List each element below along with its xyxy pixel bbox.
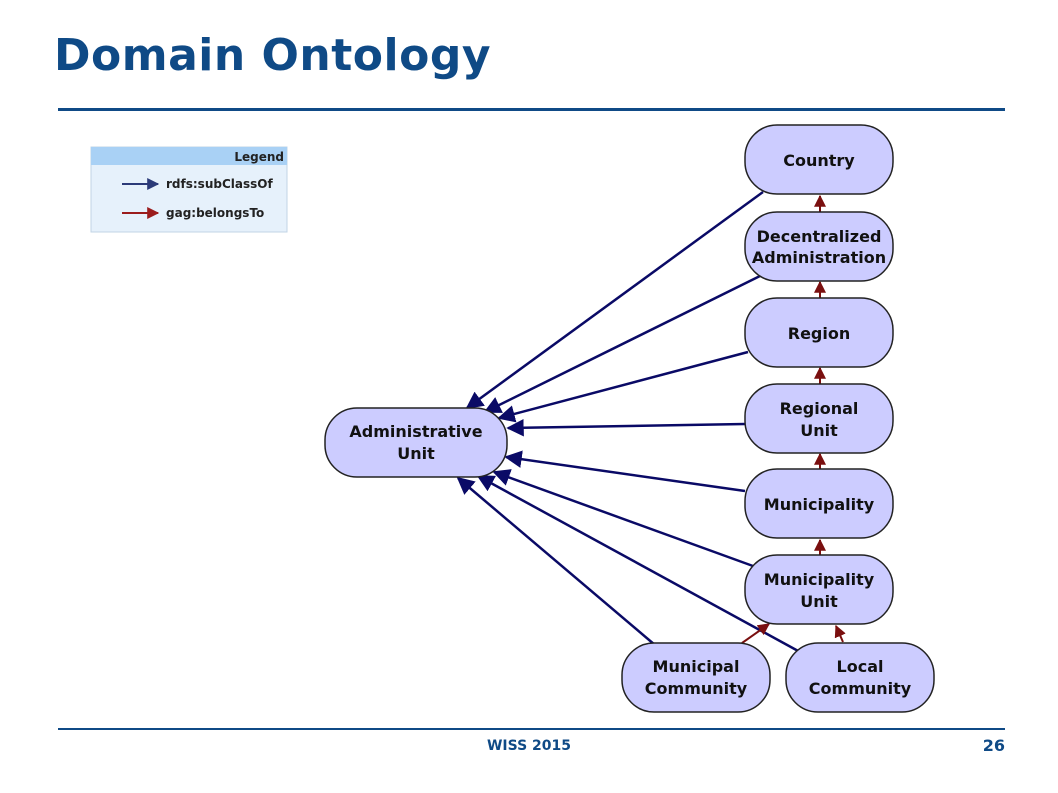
footer-divider bbox=[58, 728, 1005, 730]
slide-title: Domain Ontology bbox=[54, 30, 491, 81]
node-local-community: Local Community bbox=[785, 642, 935, 713]
edge-local-community-subclass bbox=[476, 474, 801, 654]
edge-local-community-belongs bbox=[834, 624, 846, 643]
node-administrative-unit-label-2: Unit bbox=[397, 444, 435, 463]
page-number: 26 bbox=[982, 736, 1005, 755]
node-municipality-unit: Municipality Unit bbox=[744, 554, 894, 625]
edge-municipal-community-subclass bbox=[456, 476, 656, 646]
node-local-community-label-2: Community bbox=[809, 679, 912, 698]
node-municipal-community-label-2: Community bbox=[645, 679, 748, 698]
subclass-edges bbox=[456, 190, 801, 654]
edge-municipality-unit-subclass bbox=[492, 469, 754, 568]
edge-region-subclass bbox=[497, 350, 749, 423]
node-municipality-label: Municipality bbox=[764, 495, 875, 514]
node-country-label: Country bbox=[783, 151, 855, 170]
edge-municipal-community-belongs bbox=[741, 623, 770, 644]
legend-belongs-label: gag:belongsTo bbox=[166, 206, 264, 220]
legend-title: Legend bbox=[234, 150, 284, 164]
edge-regional-unit-subclass bbox=[506, 418, 746, 437]
node-regional-unit-label-1: Regional bbox=[780, 399, 859, 418]
node-local-community-label-1: Local bbox=[837, 657, 884, 676]
node-municipality-unit-label-1: Municipality bbox=[764, 570, 875, 589]
node-municipality: Municipality bbox=[744, 468, 894, 539]
node-decentralized-label-1: Decentralized bbox=[757, 227, 882, 246]
node-municipal-community-label-1: Municipal bbox=[653, 657, 740, 676]
edge-municipality-subclass bbox=[504, 450, 746, 493]
node-regional-unit-label-2: Unit bbox=[800, 421, 838, 440]
node-regional-unit: Regional Unit bbox=[744, 383, 894, 454]
node-municipality-unit-label-2: Unit bbox=[800, 592, 838, 611]
edge-country-subclass bbox=[465, 190, 764, 410]
node-region-label: Region bbox=[788, 324, 851, 343]
node-decentralized-administration: Decentralized Administration bbox=[744, 211, 894, 282]
node-country: Country bbox=[744, 124, 894, 195]
footer-text: WISS 2015 bbox=[486, 738, 572, 754]
edge-decentralized-subclass bbox=[483, 274, 761, 414]
legend-subclass-label: rdfs:subClassOf bbox=[166, 177, 273, 191]
node-region: Region bbox=[744, 297, 894, 368]
node-municipal-community: Municipal Community bbox=[621, 642, 771, 713]
legend: Legend rdfs:subClassOf gag:belongsTo bbox=[90, 146, 288, 233]
title-divider bbox=[58, 108, 1005, 111]
belongs-edges bbox=[741, 194, 846, 644]
node-administrative-unit: Administrative Unit bbox=[324, 407, 508, 478]
node-decentralized-label-2: Administration bbox=[752, 248, 886, 267]
node-administrative-unit-label-1: Administrative bbox=[349, 422, 482, 441]
